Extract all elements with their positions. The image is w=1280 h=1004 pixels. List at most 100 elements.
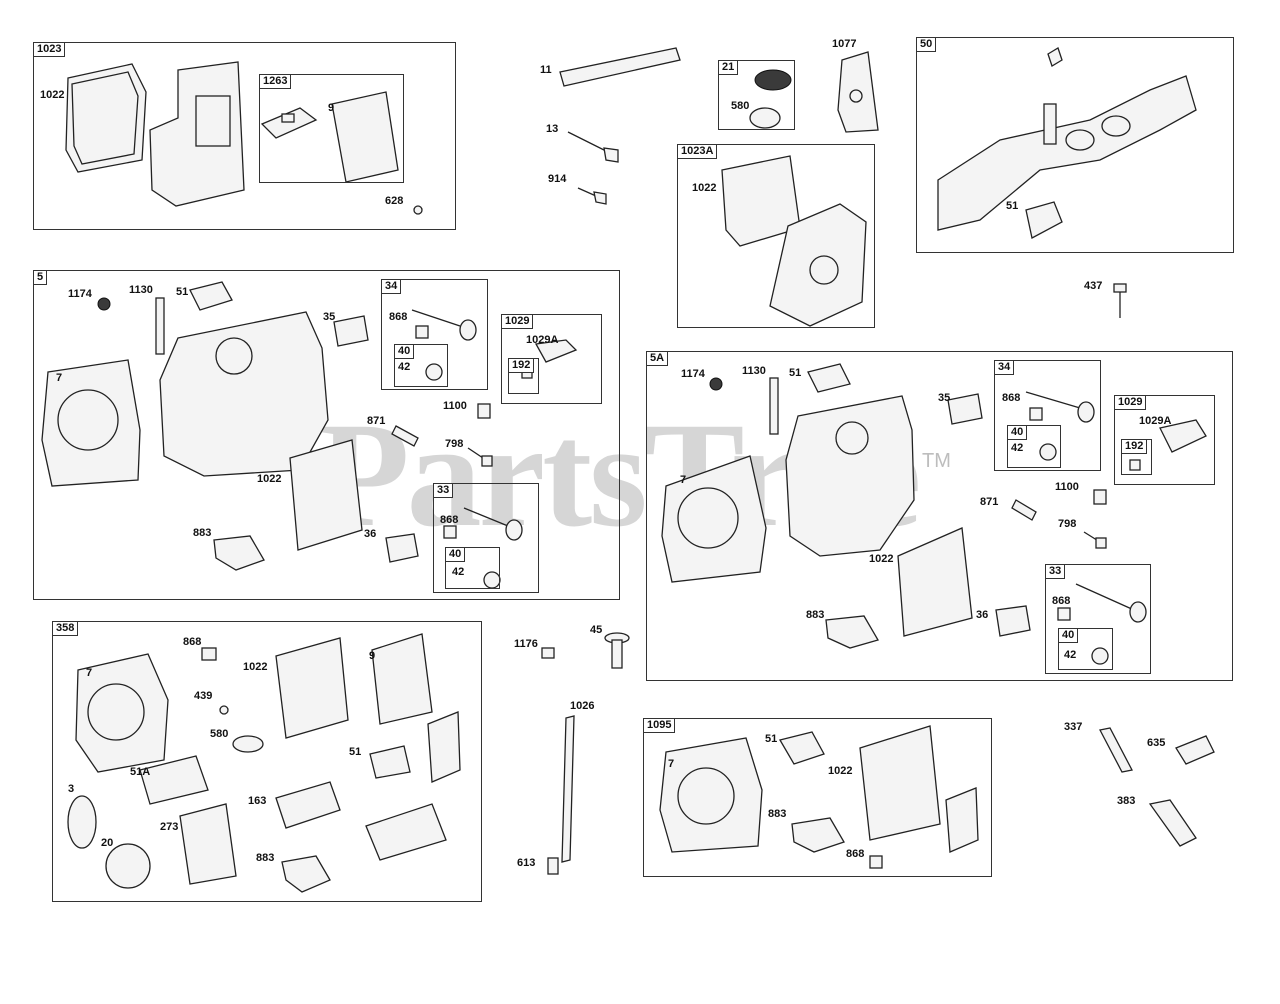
group-ref-1029[interactable]: 1029 (501, 314, 534, 329)
part-label-1029A[interactable]: 1029A (526, 334, 559, 346)
group-ref-40-c[interactable]: 40 (1007, 425, 1028, 440)
part-label-871[interactable]: 871 (367, 415, 386, 427)
part-label-1100[interactable]: 1100 (443, 400, 467, 412)
part-label-7[interactable]: 7 (668, 758, 675, 770)
part-label-163[interactable]: 163 (248, 795, 267, 807)
watermark-trademark: TM (922, 450, 951, 472)
part-label-1022[interactable]: 1022 (257, 473, 282, 485)
part-label-1029A[interactable]: 1029A (1139, 415, 1172, 427)
part-label-1100[interactable]: 1100 (1055, 481, 1079, 493)
part-label-868[interactable]: 868 (440, 514, 459, 526)
group-ref-1095[interactable]: 1095 (643, 718, 676, 733)
group-358: 358 (52, 621, 482, 902)
group-ref-33-b[interactable]: 33 (1045, 564, 1066, 579)
part-label-868[interactable]: 868 (1002, 392, 1021, 404)
part-label-798[interactable]: 798 (445, 438, 464, 450)
part-label-51[interactable]: 51 (349, 746, 362, 758)
part-label-1174[interactable]: 1174 (681, 368, 705, 380)
part-label-383[interactable]: 383 (1117, 795, 1136, 807)
part-label-51[interactable]: 51 (1006, 200, 1019, 212)
part-label-798[interactable]: 798 (1058, 518, 1077, 530)
part-label-1077[interactable]: 1077 (832, 38, 857, 50)
part-label-11[interactable]: 11 (540, 64, 552, 76)
part-label-883[interactable]: 883 (193, 527, 212, 539)
group-ref-40-a[interactable]: 40 (394, 344, 415, 359)
part-label-9[interactable]: 9 (328, 102, 335, 114)
part-label-42[interactable]: 42 (452, 566, 465, 578)
part-label-1026[interactable]: 1026 (570, 700, 595, 712)
part-label-1022[interactable]: 1022 (243, 661, 268, 673)
part-label-628[interactable]: 628 (385, 195, 404, 207)
group-ref-50[interactable]: 50 (916, 37, 937, 52)
part-label-42[interactable]: 42 (1011, 442, 1024, 454)
part-label-868[interactable]: 868 (846, 848, 865, 860)
part-label-580[interactable]: 580 (210, 728, 229, 740)
part-label-1022[interactable]: 1022 (692, 182, 717, 194)
group-ref-40-b[interactable]: 40 (445, 547, 466, 562)
part-label-871[interactable]: 871 (980, 496, 999, 508)
part-label-35[interactable]: 35 (323, 311, 336, 323)
part-label-1130[interactable]: 1130 (742, 365, 766, 377)
part-label-36[interactable]: 36 (976, 609, 989, 621)
group-ref-5A[interactable]: 5A (646, 351, 669, 366)
part-label-42[interactable]: 42 (1064, 649, 1077, 661)
part-label-1176[interactable]: 1176 (514, 638, 538, 650)
part-label-7[interactable]: 7 (86, 667, 93, 679)
part-label-883[interactable]: 883 (806, 609, 825, 621)
part-label-3[interactable]: 3 (68, 783, 75, 795)
part-label-42[interactable]: 42 (398, 361, 411, 373)
part-label-45[interactable]: 45 (590, 624, 603, 636)
part-label-51[interactable]: 51 (789, 367, 802, 379)
group-34-b: 34 (994, 360, 1101, 471)
part-label-914[interactable]: 914 (548, 173, 567, 185)
part-label-9[interactable]: 9 (369, 650, 376, 662)
group-ref-21[interactable]: 21 (718, 60, 739, 75)
group-40-d: 40 (1058, 628, 1113, 670)
group-ref-34[interactable]: 34 (381, 279, 402, 294)
part-label-883[interactable]: 883 (256, 852, 275, 864)
part-label-868[interactable]: 868 (389, 311, 408, 323)
part-label-1022[interactable]: 1022 (869, 553, 894, 565)
group-ref-1023[interactable]: 1023 (33, 42, 66, 57)
part-label-1174[interactable]: 1174 (68, 288, 92, 300)
part-label-7[interactable]: 7 (56, 372, 63, 384)
group-1023: 1023 (33, 42, 456, 230)
part-label-883[interactable]: 883 (768, 808, 787, 820)
part-label-20[interactable]: 20 (101, 837, 114, 849)
part-label-35[interactable]: 35 (938, 392, 951, 404)
group-ref-33[interactable]: 33 (433, 483, 454, 498)
part-label-868[interactable]: 868 (183, 636, 202, 648)
part-label-273[interactable]: 273 (160, 821, 179, 833)
part-label-868[interactable]: 868 (1052, 595, 1071, 607)
group-ref-192-b[interactable]: 192 (1121, 439, 1148, 454)
part-label-36[interactable]: 36 (364, 528, 377, 540)
group-ref-1029-b[interactable]: 1029 (1114, 395, 1147, 410)
part-label-337[interactable]: 337 (1064, 721, 1083, 733)
group-ref-40-d[interactable]: 40 (1058, 628, 1079, 643)
part-label-51[interactable]: 51 (176, 286, 189, 298)
group-40-b: 40 (445, 547, 500, 589)
group-50: 50 (916, 37, 1234, 253)
group-ref-34-b[interactable]: 34 (994, 360, 1015, 375)
group-1023A: 1023A (677, 144, 875, 328)
part-label-1130[interactable]: 1130 (129, 284, 153, 296)
part-label-1022[interactable]: 1022 (40, 89, 65, 101)
part-label-1022[interactable]: 1022 (828, 765, 853, 777)
part-label-7[interactable]: 7 (680, 474, 687, 486)
group-1029-b: 1029 (1114, 395, 1215, 485)
part-label-635[interactable]: 635 (1147, 737, 1166, 749)
group-ref-192[interactable]: 192 (508, 358, 535, 373)
part-label-439[interactable]: 439 (194, 690, 213, 702)
group-33-b: 33 (1045, 564, 1151, 674)
part-label-613[interactable]: 613 (517, 857, 536, 869)
group-ref-1263[interactable]: 1263 (259, 74, 292, 89)
part-label-580[interactable]: 580 (731, 100, 750, 112)
group-ref-358[interactable]: 358 (52, 621, 79, 636)
part-label-437[interactable]: 437 (1084, 280, 1103, 292)
part-label-13[interactable]: 13 (546, 123, 559, 135)
group-ref-5[interactable]: 5 (33, 270, 48, 285)
part-label-51[interactable]: 51 (765, 733, 778, 745)
dowel-illustration (155, 297, 165, 355)
group-ref-1023A[interactable]: 1023A (677, 144, 718, 159)
part-label-51A[interactable]: 51A (130, 766, 151, 778)
